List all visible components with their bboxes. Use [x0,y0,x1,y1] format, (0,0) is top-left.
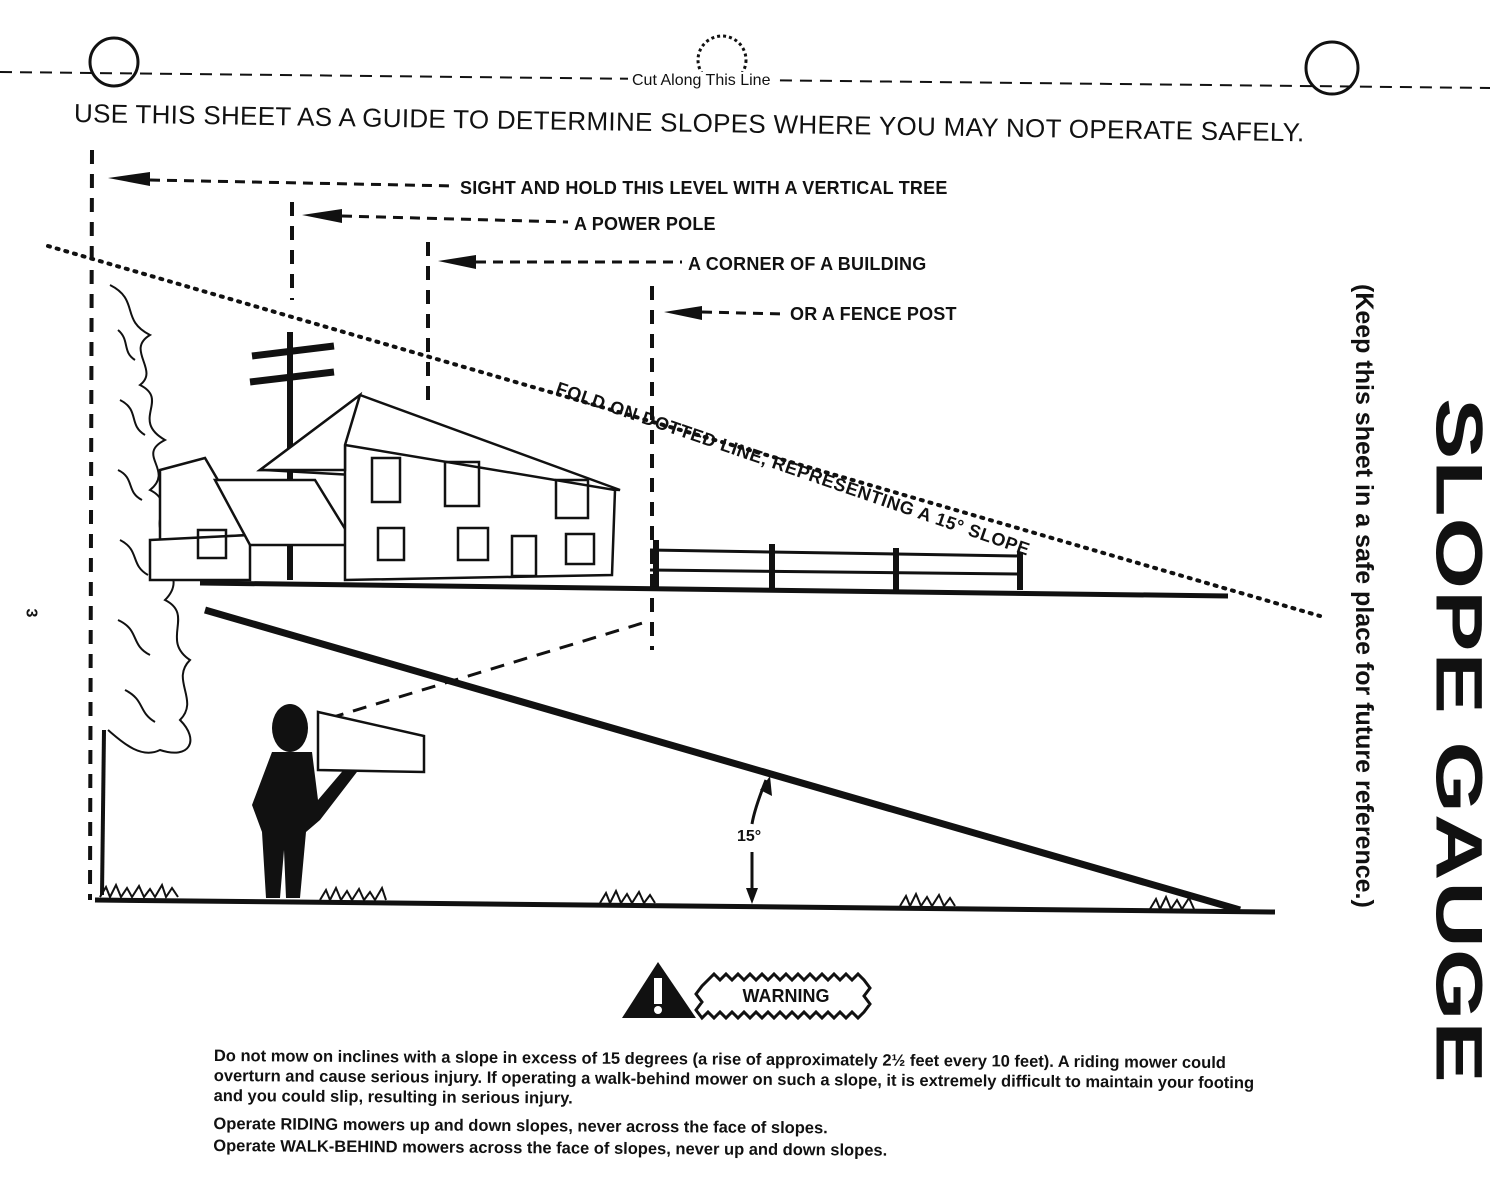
slope-gauge-card [316,710,426,774]
angle-arrowheads [746,776,772,904]
warning-text: Do not mow on inclines with a slope in e… [213,1046,1284,1171]
fence-drawing [649,540,1023,590]
arrowhead-tree [108,172,150,186]
page-number: 3 [22,608,40,618]
callout-building-corner: A CORNER OF A BUILDING [688,254,927,274]
callout-arrows [149,178,785,316]
base-ground-line [94,897,1276,915]
arrowhead-building [438,255,476,269]
arrowhead-pole [302,209,342,223]
warning-label: WARNING [742,986,830,1006]
vertical-reference-lines [88,149,654,901]
side-title: SLOPE GAUGE [1422,398,1496,1084]
tree-vertical [88,149,94,901]
house-drawing [148,391,621,582]
tree-drawing [100,284,192,896]
slope-line [204,606,1241,914]
warning-icon [622,962,696,1018]
callout-power-pole: A POWER POLE [574,214,716,234]
arrowhead-fence [664,306,702,320]
warning-paragraph-1: Do not mow on inclines with a slope in e… [213,1047,1255,1108]
cut-line-label: Cut Along This Line [628,72,775,90]
binder-hole-right [1304,40,1360,96]
arrowheads [108,172,702,320]
side-note: (Keep this sheet in a safe place for fut… [1350,284,1378,908]
callout-tree: SIGHT AND HOLD THIS LEVEL WITH A VERTICA… [460,178,948,198]
person-silhouette [252,704,360,898]
grass-tufts [99,882,1195,912]
callout-fence-post: OR A FENCE POST [790,304,957,324]
sight-line [329,620,647,720]
angle-label: 15° [737,828,762,845]
binder-hole-left [88,36,140,88]
upper-ground-line [199,580,1229,599]
warning-label-frame [694,971,872,1021]
